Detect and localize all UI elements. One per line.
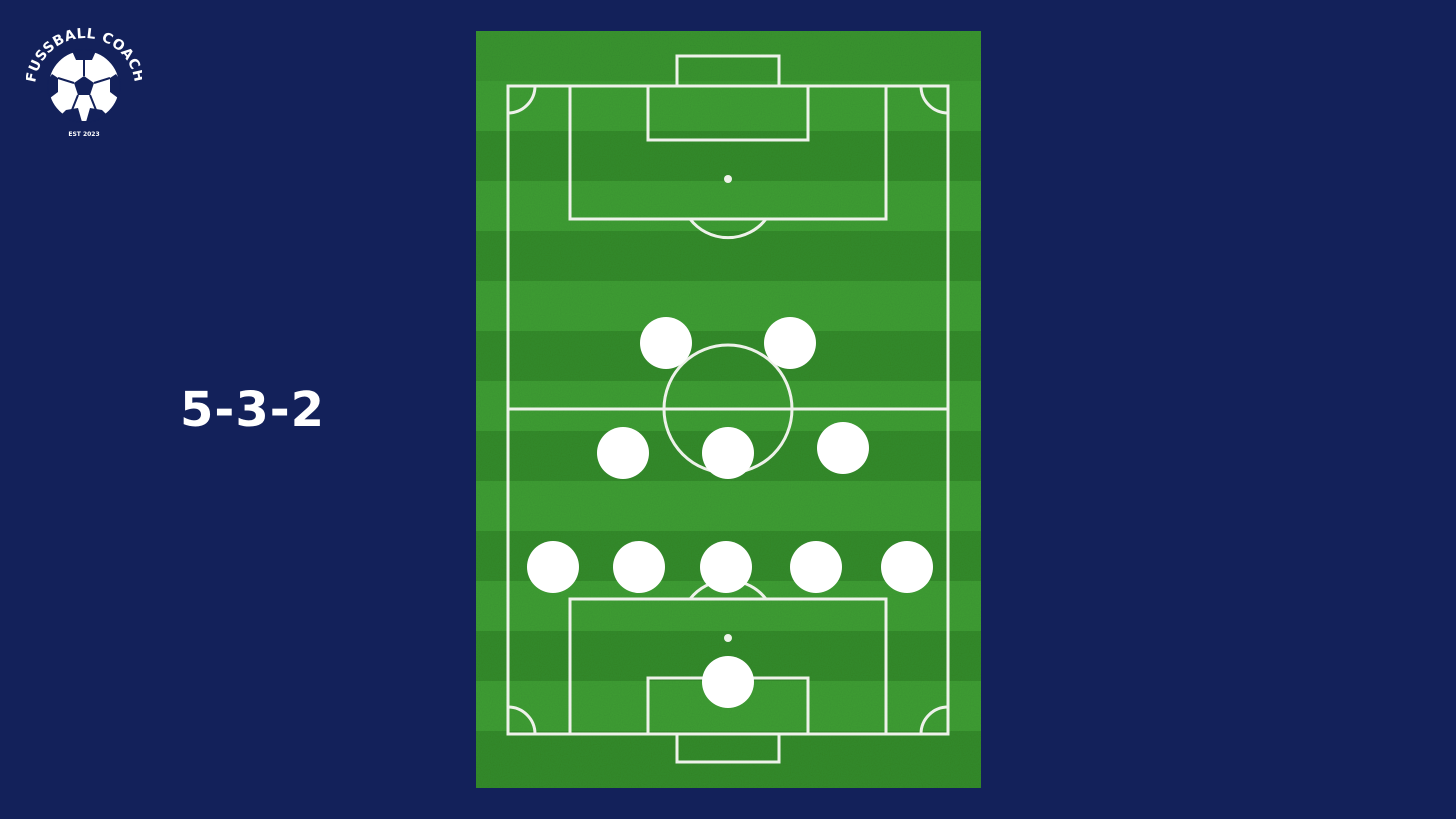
player-goalkeeper[interactable] [702,656,754,708]
corner-arc-bottom-left [507,705,537,735]
player-defender-right-center[interactable] [790,541,842,593]
corner-arc-top-right [919,85,949,115]
player-midfielder-right[interactable] [817,422,869,474]
player-striker-left[interactable] [640,317,692,369]
bottom-penalty-spot [724,634,732,642]
brand-logo: FUSSBALL COACH EST 2023 [23,26,146,142]
player-striker-right[interactable] [764,317,816,369]
pitch-diagram [476,31,981,788]
formation-label: 5-3-2 [180,382,326,438]
top-penalty-spot [724,175,732,183]
player-defender-left-wing[interactable] [527,541,579,593]
player-defender-right-wing[interactable] [881,541,933,593]
player-midfielder-center[interactable] [702,427,754,479]
top-goal-area [646,84,810,142]
logo-established-text: EST 2023 [68,131,99,138]
player-defender-left-center[interactable] [613,541,665,593]
player-defender-center[interactable] [700,541,752,593]
player-midfielder-left[interactable] [597,427,649,479]
soccer-ball-icon: FUSSBALL COACH EST 2023 [23,26,146,138]
top-penalty-arc [688,218,768,240]
corner-arc-top-left [507,85,537,115]
players [527,317,933,708]
corner-arc-bottom-right [919,705,949,735]
football-pitch [476,31,981,788]
